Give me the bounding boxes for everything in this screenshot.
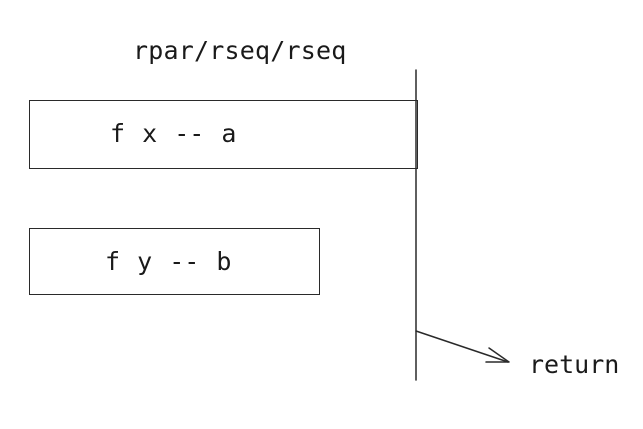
task-box-b <box>29 228 320 295</box>
return-arrowhead <box>485 347 510 363</box>
task-label-b: f y -- b <box>105 247 232 276</box>
task-label-a: f x -- a <box>110 119 237 148</box>
strategy-title: rpar/rseq/rseq <box>133 36 347 65</box>
task-box-a <box>29 100 418 169</box>
return-arrow <box>415 330 509 363</box>
return-label: return <box>529 350 620 379</box>
